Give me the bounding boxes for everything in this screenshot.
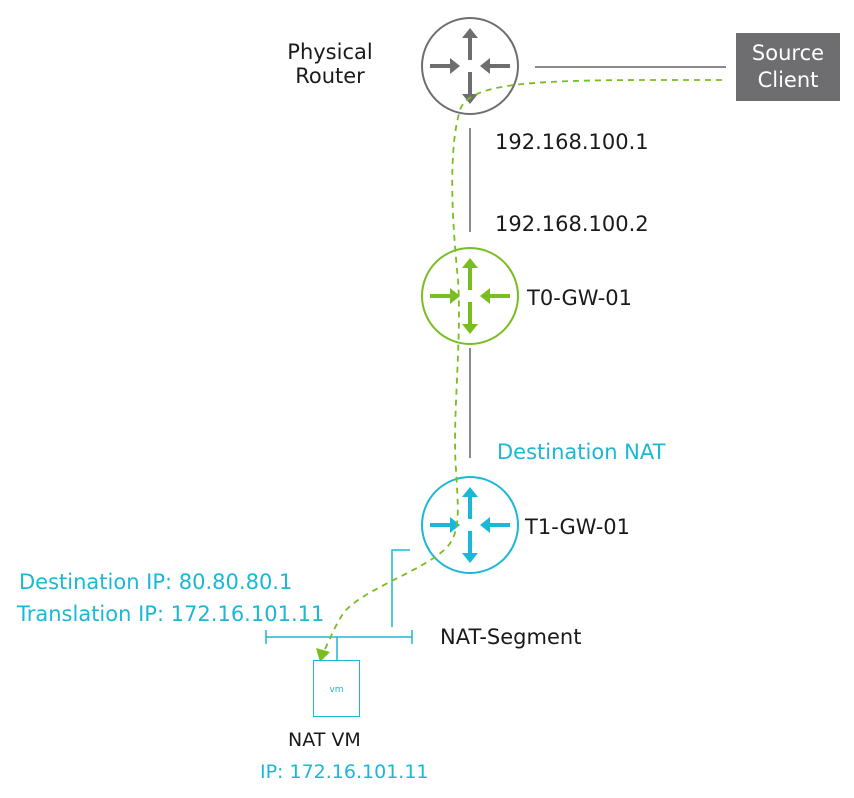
- source-client-label-line1: Source: [751, 41, 825, 65]
- router-uplink-ip: 192.168.100.1: [495, 130, 649, 154]
- source-client-box: Source Client: [736, 33, 840, 101]
- t1-gateway-label: T1-GW-01: [525, 515, 631, 539]
- source-client-label-line2: Client: [757, 68, 819, 92]
- physical-router-label: Physical Router: [270, 40, 390, 88]
- traffic-flow-path: [321, 79, 723, 656]
- destination-nat-title: Destination NAT: [497, 440, 666, 464]
- t0-gateway-label: T0-GW-01: [527, 286, 633, 310]
- physical-router-label-line1: Physical: [287, 40, 373, 64]
- nat-vm-icon: vm: [313, 660, 360, 717]
- t0-gateway-icon: [421, 247, 519, 345]
- t1-gateway-icon: [421, 476, 519, 574]
- nat-vm-ip: IP: 172.16.101.11: [260, 761, 429, 783]
- nat-bracket: [391, 549, 410, 627]
- t0-uplink-ip: 192.168.100.2: [495, 212, 649, 236]
- nat-translation-ip: Translation IP: 172.16.101.11: [17, 602, 325, 626]
- nat-vm-icon-text: vm: [329, 685, 344, 695]
- traffic-flow-arrowhead: [316, 648, 330, 662]
- physical-router-label-line2: Router: [295, 64, 365, 88]
- nat-segment-label: NAT-Segment: [440, 625, 582, 649]
- nat-vm-label: NAT VM: [288, 729, 361, 751]
- nat-destination-ip: Destination IP: 80.80.80.1: [19, 570, 293, 594]
- physical-router-icon: [421, 17, 519, 115]
